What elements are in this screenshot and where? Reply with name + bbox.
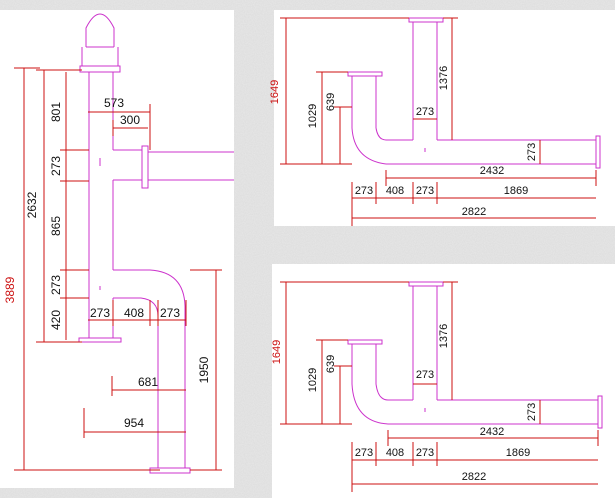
top-right-dim-labels: 1649 1029 639 1376 273 273 2432 273 408 … — [269, 66, 538, 218]
dim-2822: 2822 — [462, 471, 486, 483]
dim-1029: 1029 — [307, 104, 319, 128]
dim-273-d: 273 — [160, 306, 180, 320]
bottom-right-pipe — [347, 281, 603, 429]
left-dim-labels: 3889 2632 801 273 865 273 420 573 300 27… — [3, 96, 211, 430]
dim-639: 639 — [325, 93, 337, 111]
dim-1376: 1376 — [438, 66, 450, 90]
dim-573: 573 — [104, 96, 124, 110]
dim-954: 954 — [124, 416, 144, 430]
bottom-right-dim-labels: 1649 1029 639 1376 273 273 2432 273 408 … — [271, 324, 538, 483]
dim-1869: 1869 — [504, 185, 528, 197]
dim-408: 408 — [386, 185, 404, 197]
dim-2432: 2432 — [480, 165, 504, 177]
top-right-pipe — [347, 17, 601, 169]
dim-273-c: 273 — [90, 306, 110, 320]
dim-273-a: 273 — [49, 156, 63, 176]
dim-1649: 1649 — [271, 340, 283, 364]
top-right-drawing: 1649 1029 639 1376 273 273 2432 273 408 … — [269, 17, 601, 226]
dim-801: 801 — [49, 102, 63, 122]
dim-2632: 2632 — [25, 191, 39, 218]
dim-420: 420 — [49, 310, 63, 330]
left-dim-lines — [14, 67, 222, 471]
dim-2822: 2822 — [462, 206, 486, 218]
dim-273-a: 273 — [355, 185, 373, 197]
dim-865: 865 — [49, 216, 63, 236]
dim-300: 300 — [120, 113, 140, 127]
dim-273-b: 273 — [416, 185, 434, 197]
top-right-dim-lines — [280, 17, 597, 226]
dim-3889: 3889 — [3, 276, 17, 303]
left-drawing: 3889 2632 801 273 865 273 420 573 300 27… — [3, 13, 234, 474]
dim-273-v: 273 — [416, 369, 434, 381]
dim-1376: 1376 — [438, 324, 450, 348]
dim-273-b: 273 — [49, 275, 63, 295]
dim-639: 639 — [325, 355, 337, 373]
bottom-right-drawing: 1649 1029 639 1376 273 273 2432 273 408 … — [271, 281, 603, 492]
bottom-right-panel — [272, 264, 615, 498]
dim-408: 408 — [124, 306, 144, 320]
dim-408: 408 — [386, 447, 404, 459]
dim-1950: 1950 — [197, 356, 211, 383]
dim-273-r: 273 — [526, 403, 538, 421]
bottom-right-dim-lines — [280, 281, 599, 492]
dim-273-a: 273 — [355, 447, 373, 459]
dim-1869: 1869 — [506, 447, 530, 459]
dim-273-b: 273 — [416, 447, 434, 459]
left-panel — [0, 10, 234, 488]
dim-681: 681 — [138, 375, 158, 389]
dim-273-v: 273 — [416, 106, 434, 118]
dim-1029: 1029 — [307, 368, 319, 392]
top-right-panel — [274, 10, 615, 226]
dim-273-r: 273 — [526, 143, 538, 161]
dim-1649: 1649 — [269, 80, 281, 104]
dim-2432: 2432 — [480, 426, 504, 438]
